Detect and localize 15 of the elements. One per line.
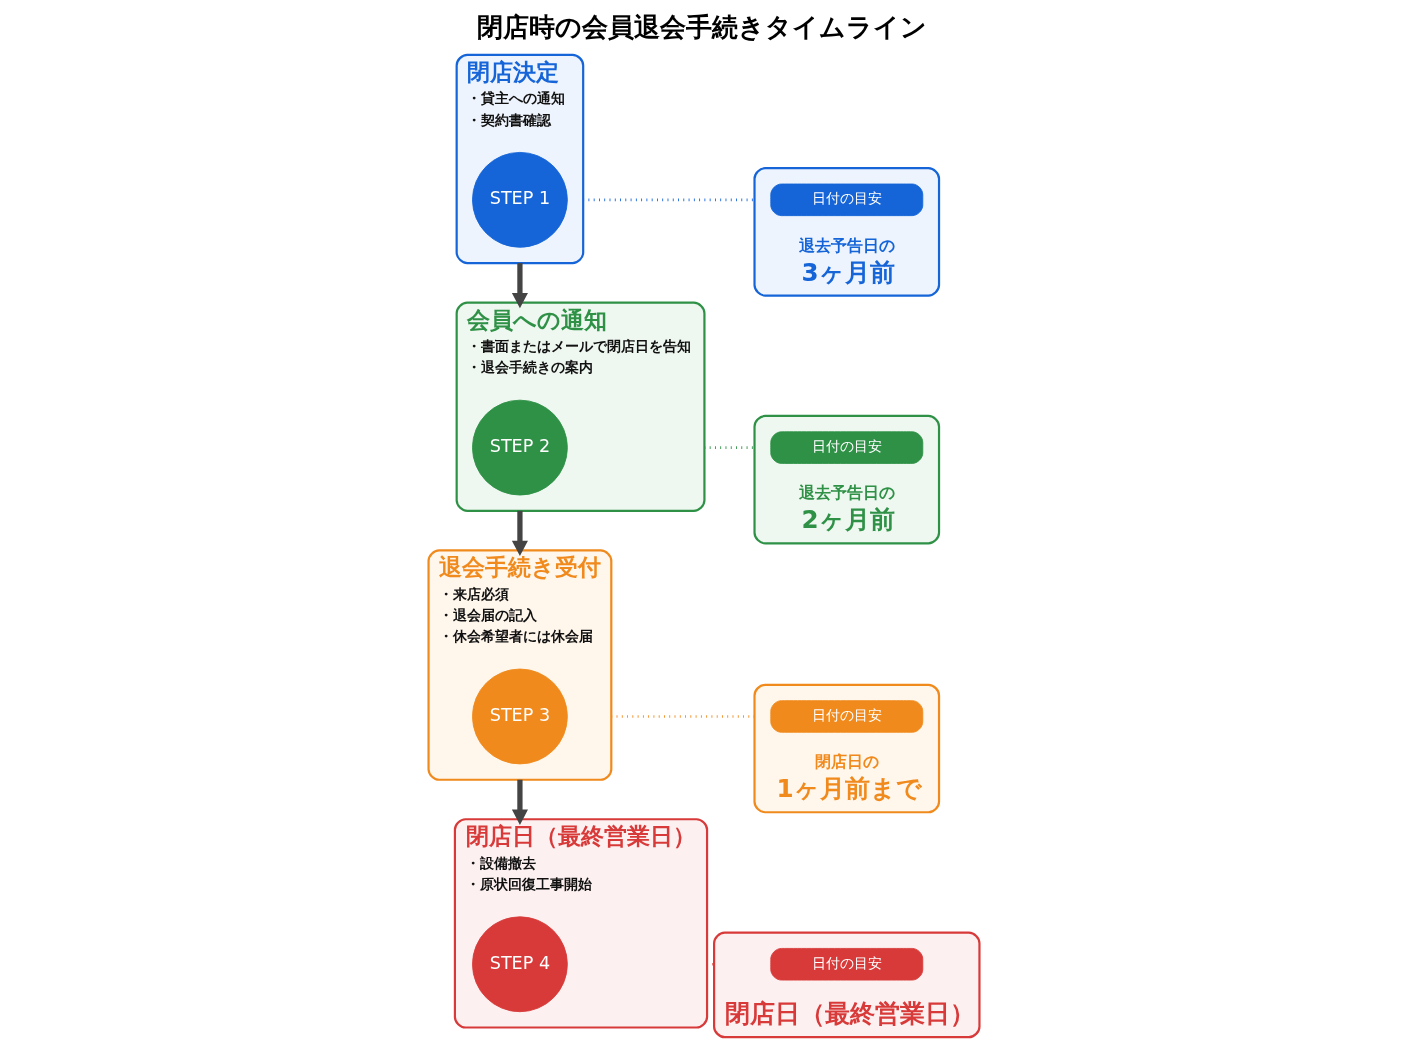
node-circle: STEP 2: [472, 399, 568, 496]
connector: [583, 198, 755, 202]
connector: [611, 715, 755, 718]
node-box: 日付の目安: [770, 431, 924, 464]
arrow: [511, 779, 528, 825]
node-circle: STEP 1: [472, 151, 568, 248]
node-circle: STEP 3: [472, 668, 568, 765]
node-box: 日付の目安: [770, 948, 924, 981]
diagram-title: 閉店時の会員退会手続きタイムライン: [476, 11, 927, 42]
node-circle: STEP 4: [472, 916, 568, 1013]
arrow: [511, 510, 528, 557]
connector: [704, 446, 755, 449]
node-box: 日付の目安: [770, 183, 924, 217]
arrow: [511, 263, 528, 309]
node-box: 日付の目安: [770, 700, 924, 733]
